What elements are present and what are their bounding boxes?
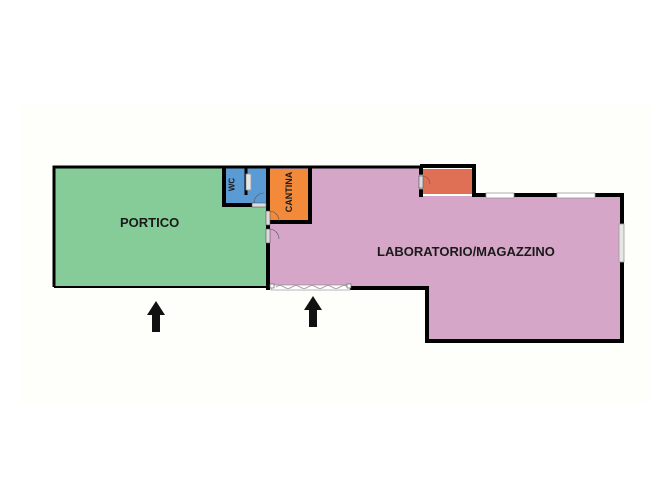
label-laboratorio: LABORATORIO/MAGAZZINO — [377, 244, 555, 259]
window — [618, 223, 625, 263]
doors — [251, 175, 431, 244]
room-ripostiglio — [422, 169, 472, 194]
entrance-opening — [269, 283, 352, 291]
arrow-portico-icon — [147, 301, 165, 332]
window — [485, 192, 515, 199]
room-cantina — [270, 169, 308, 220]
window — [245, 173, 252, 191]
label-cantina: CANTINA — [284, 171, 294, 213]
door-portico-lab — [265, 228, 271, 244]
door-cantina — [265, 210, 271, 226]
room-laboratorio — [269, 168, 620, 339]
label-portico: PORTICO — [120, 215, 180, 230]
window — [556, 192, 596, 199]
arrow-laboratorio-icon — [304, 296, 322, 327]
label-wc: WC — [227, 177, 237, 192]
door-ripostiglio — [418, 175, 424, 189]
door-wc — [251, 202, 267, 208]
